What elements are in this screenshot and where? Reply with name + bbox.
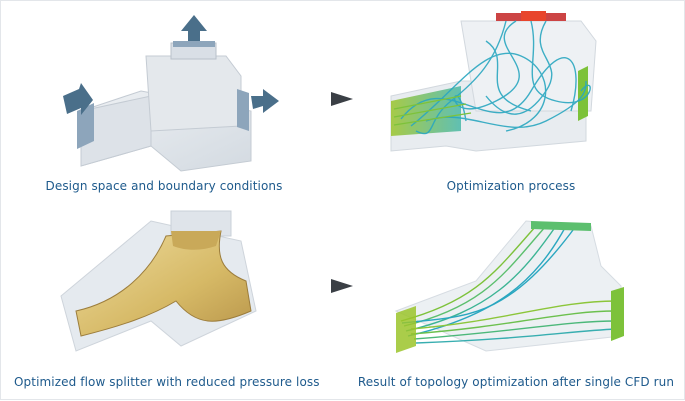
play-arrow-icon <box>331 279 353 293</box>
inflow-arrow-icon <box>63 83 93 115</box>
panel-design-space: Design space and boundary conditions <box>1 1 341 201</box>
caption-splitter: Optimized flow splitter with reduced pre… <box>14 375 320 389</box>
play-arrow-icon <box>331 92 353 106</box>
caption-result: Result of topology optimization after si… <box>357 375 675 389</box>
outflow-arrow-up-icon <box>181 15 207 41</box>
outflow-arrow-right-icon <box>251 89 279 113</box>
panel-optimization: Optimization process <box>356 1 685 201</box>
optimization-graphic <box>390 11 597 152</box>
design-space-graphic <box>63 15 279 172</box>
panel-splitter: Optimized flow splitter with reduced pre… <box>1 201 341 401</box>
caption-design-space: Design space and boundary conditions <box>45 179 283 193</box>
panel-result: Result of topology optimization after si… <box>356 201 685 401</box>
caption-optimization: Optimization process <box>446 179 576 193</box>
splitter-graphic <box>60 210 257 352</box>
result-graphic <box>394 220 624 353</box>
